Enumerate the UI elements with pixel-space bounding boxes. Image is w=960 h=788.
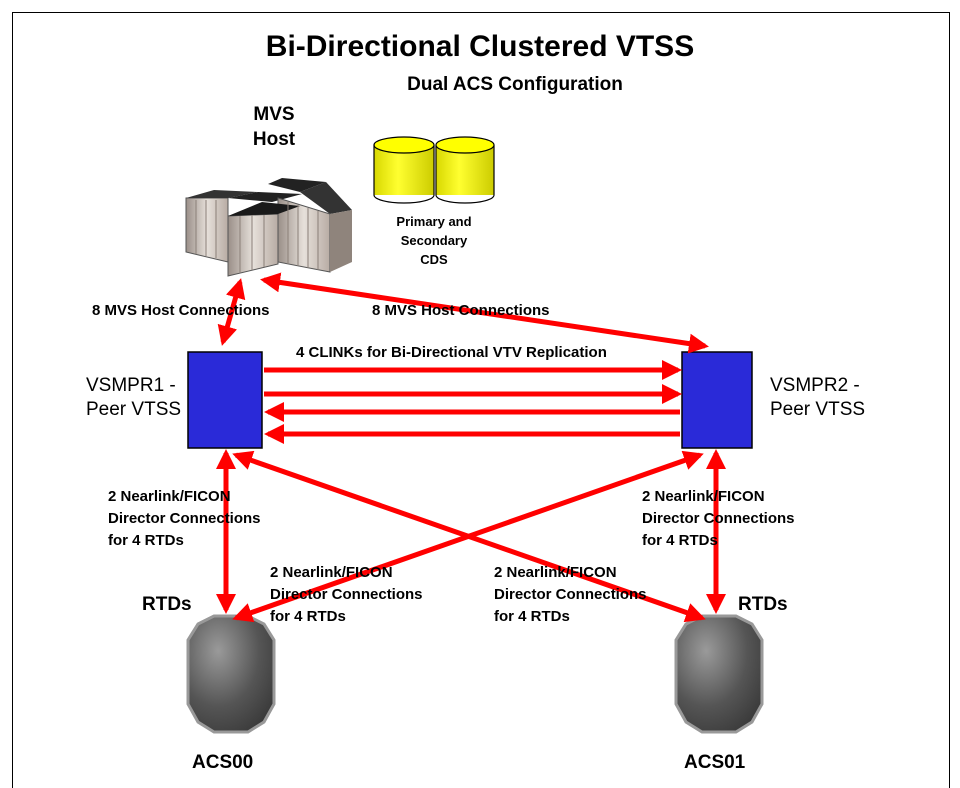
diagram-title: Bi-Directional Clustered VTSS [265, 30, 695, 63]
host-label: MVS Host [252, 104, 296, 150]
vtss-left-label: VSMPR1 - Peer VTSS [86, 375, 182, 420]
nearlink-left-label: 2 Nearlink/FICON Director Connections fo… [108, 488, 261, 549]
nearlink-right-label: 2 Nearlink/FICON Director Connections fo… [642, 488, 795, 549]
nearlink-cross-right-label: 2 Nearlink/FICON Director Connections fo… [494, 564, 647, 625]
vtss-left-box [187, 351, 263, 449]
nearlink-cross-left-label: 2 Nearlink/FICON Director Connections fo… [270, 564, 423, 625]
vtss-right-label: VSMPR2 - Peer VTSS [770, 375, 866, 420]
host-conn-left-label: 8 MVS Host Connections [92, 302, 270, 319]
clinks-label: 4 CLINKs for Bi-Directional VTV Replicat… [296, 344, 607, 361]
nearlink-cross-arrow-b [232, 450, 706, 623]
host-conn-right-label: 8 MVS Host Connections [372, 302, 550, 319]
mainframe-icon [185, 178, 352, 277]
vtss-right-box [681, 351, 753, 449]
acs-left-label: ACS00 [192, 752, 254, 773]
host-conn-right-arrow [260, 272, 709, 354]
acs-right-icon [674, 614, 764, 734]
host-conn-left-arrow [217, 278, 246, 346]
acs-left-icon [186, 614, 276, 734]
rtds-left-label: RTDs [142, 594, 192, 615]
rtds-right-label: RTDs [738, 594, 788, 615]
cds-label: Primary and Secondary CDS [396, 214, 472, 267]
acs-right-label: ACS01 [684, 752, 746, 773]
cds-icon [373, 136, 495, 204]
diagram-subtitle: Dual ACS Configuration [407, 74, 623, 95]
